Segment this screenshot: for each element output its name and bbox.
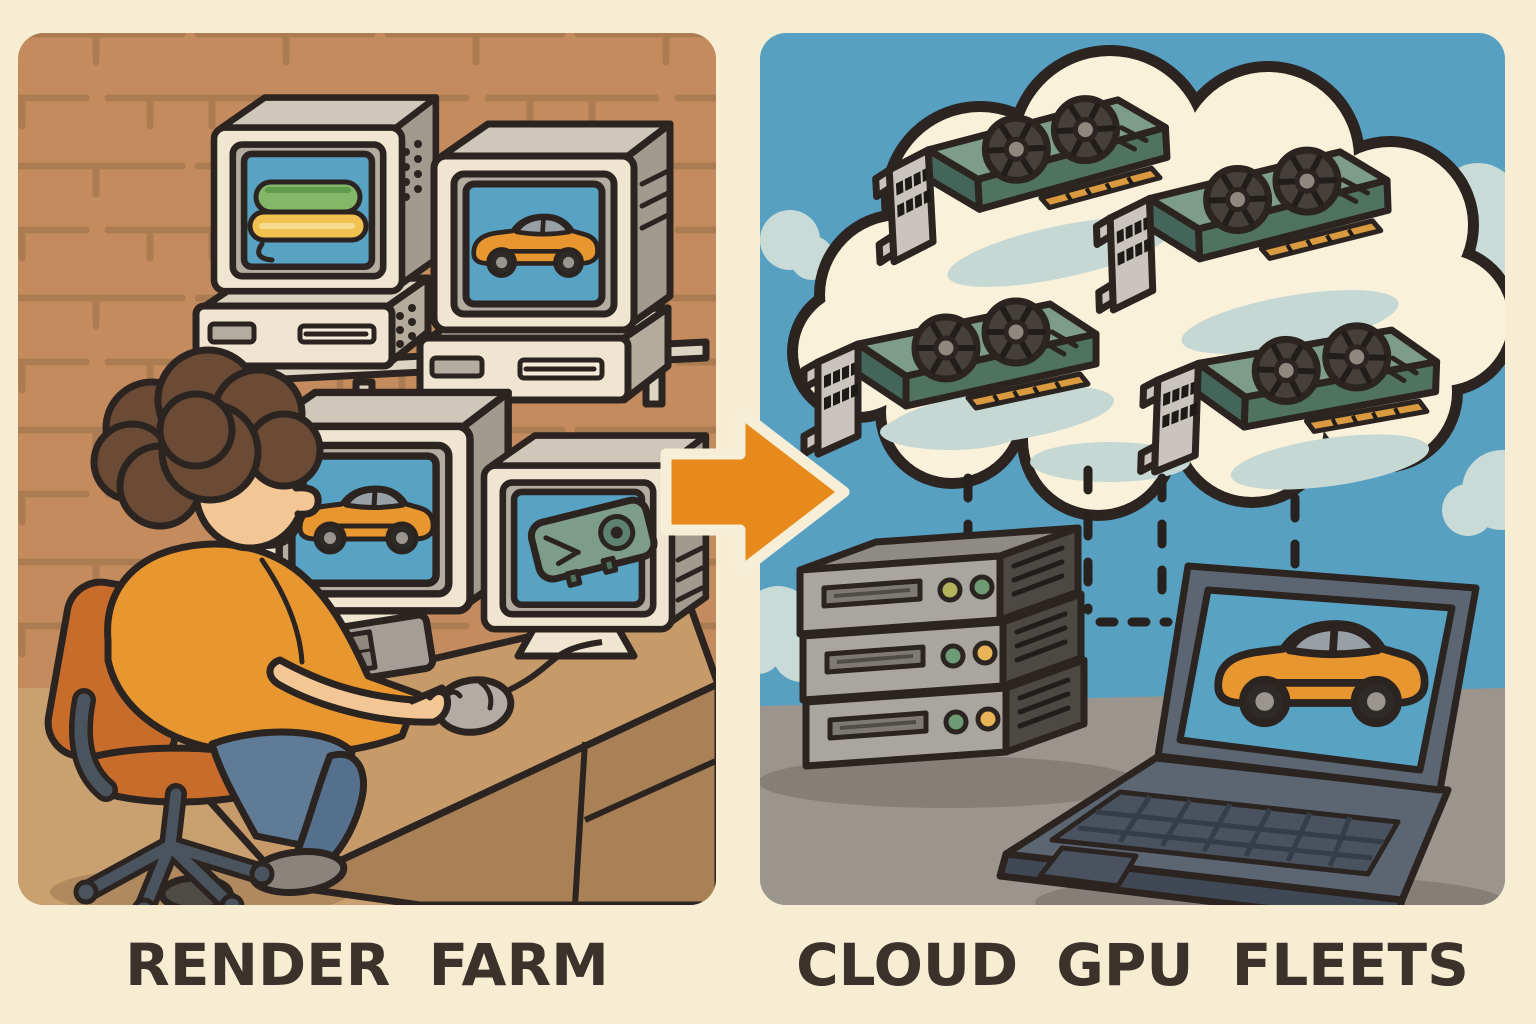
nose xyxy=(292,484,322,518)
artist xyxy=(68,346,463,905)
render-farm-panel xyxy=(18,33,716,905)
jeans-lower xyxy=(294,750,367,864)
crt-monitor-gpu-sketch xyxy=(484,436,706,660)
vent-lines xyxy=(675,545,705,603)
crt-monitor-partial-render xyxy=(214,98,436,292)
vent-dots xyxy=(402,140,422,201)
arm xyxy=(266,656,452,726)
render-farm-label: RENDER FARM xyxy=(125,931,609,999)
transition-arrow-icon xyxy=(660,406,850,578)
crt-monitor-car xyxy=(434,124,670,330)
dashed-connections xyxy=(963,465,1300,627)
laptop xyxy=(996,562,1480,905)
chair-base xyxy=(68,688,275,905)
server-shadow xyxy=(760,756,1138,808)
vent-dots xyxy=(396,304,416,348)
laptop-touchpad xyxy=(1037,845,1139,889)
gpu-sketch-icon xyxy=(527,496,658,588)
cloud-gpu-fleets-label: CLOUD GPU FLEETS xyxy=(796,931,1469,999)
half-rendered-car-icon xyxy=(247,179,369,263)
curly-hair xyxy=(90,346,324,530)
server-stack xyxy=(796,524,1084,766)
cloud-shading xyxy=(880,217,1430,490)
smile xyxy=(265,523,301,549)
cloud-gpu-panel xyxy=(760,33,1505,905)
fingers xyxy=(409,689,463,705)
vent-lines xyxy=(639,167,673,231)
